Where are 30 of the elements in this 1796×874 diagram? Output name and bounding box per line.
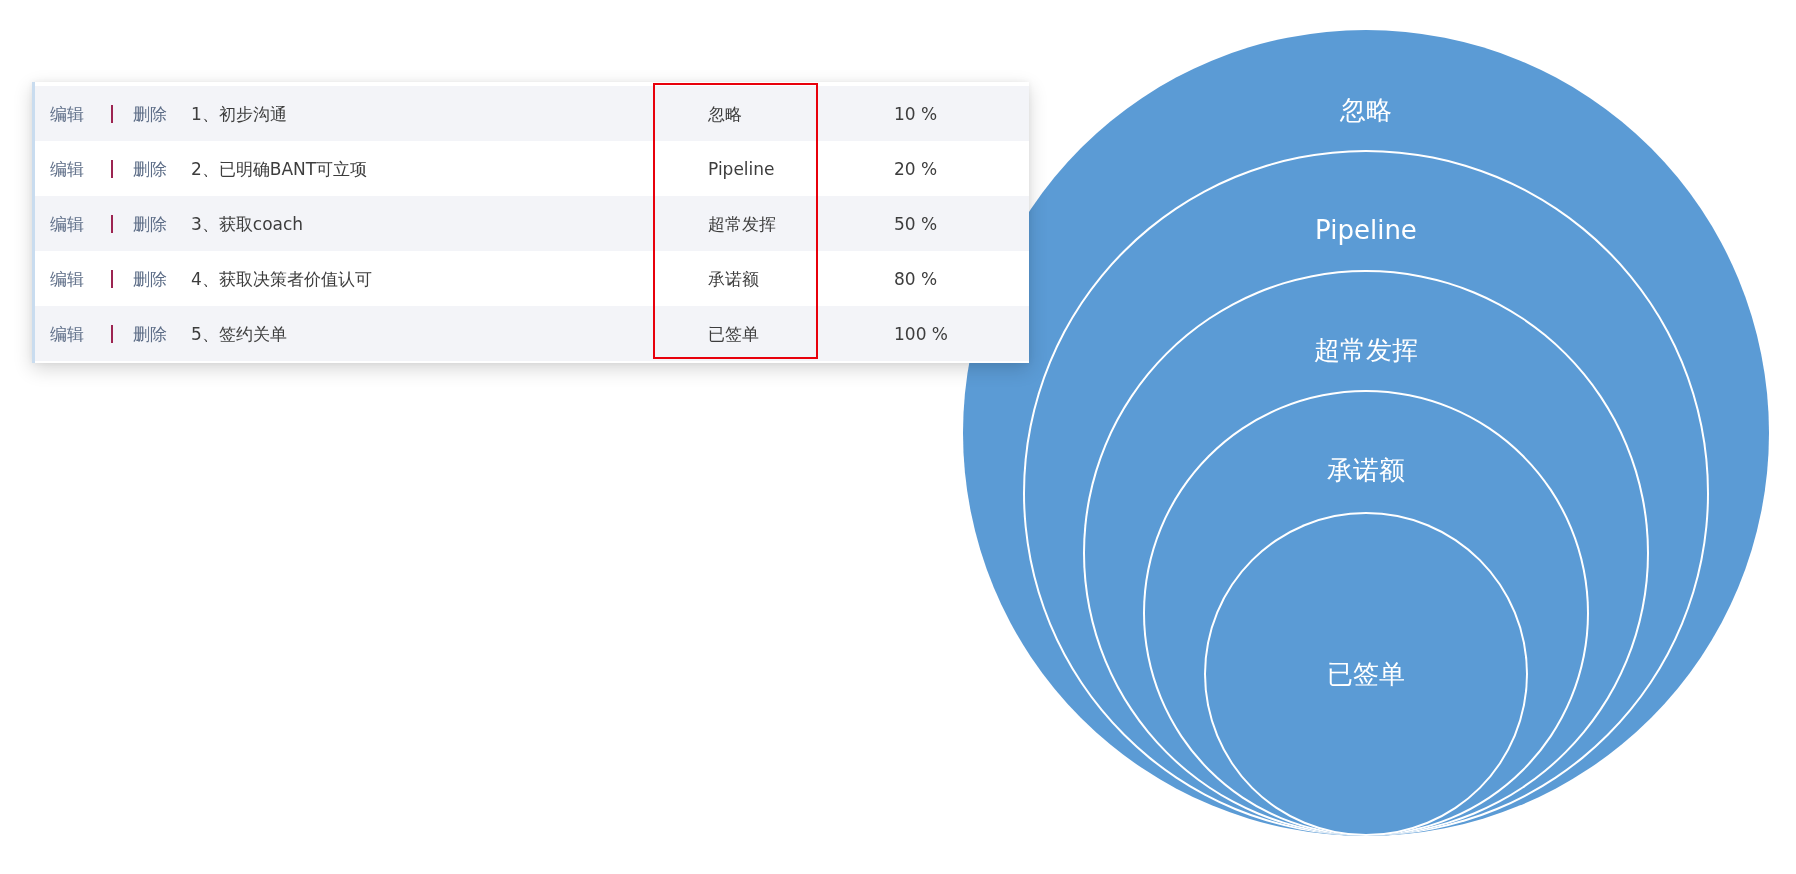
step-text: 5、签约关单 xyxy=(191,322,287,345)
step-text: 4、获取决策者价值认可 xyxy=(191,267,372,290)
step-text: 1、初步沟通 xyxy=(191,102,287,125)
step-text: 3、获取coach xyxy=(191,212,304,235)
stage-label: 忽略 xyxy=(1340,94,1392,126)
stage-text: Pipeline xyxy=(708,157,775,180)
edit-link: 编辑 xyxy=(50,212,84,235)
stage-label: Pipeline xyxy=(1315,214,1417,246)
delete-link: 删除 xyxy=(133,322,167,345)
delete-link: 删除 xyxy=(133,267,167,290)
stage-text: 承诺额 xyxy=(708,267,759,290)
edit-link: 编辑 xyxy=(50,322,84,345)
stage-label: 已签单 xyxy=(1327,658,1405,690)
stage-text: 忽略 xyxy=(708,102,742,125)
step-text: 2、已明确BANT可立项 xyxy=(191,157,368,180)
probability-text: 50 % xyxy=(894,212,938,235)
edit-link: 编辑 xyxy=(50,157,84,180)
stage-text: 已签单 xyxy=(708,322,759,345)
edit-link: 编辑 xyxy=(50,102,84,125)
probability-text: 100 % xyxy=(894,322,948,345)
edit-link: 编辑 xyxy=(50,267,84,290)
delete-link: 删除 xyxy=(133,157,167,180)
probability-text: 20 % xyxy=(894,157,938,180)
probability-text: 10 % xyxy=(894,102,938,125)
probability-text: 80 % xyxy=(894,267,938,290)
delete-link: 删除 xyxy=(133,102,167,125)
stage-label: 承诺额 xyxy=(1327,454,1405,486)
stage-text: 超常发挥 xyxy=(708,212,776,235)
stage-label: 超常发挥 xyxy=(1314,334,1418,366)
delete-link: 删除 xyxy=(133,212,167,235)
